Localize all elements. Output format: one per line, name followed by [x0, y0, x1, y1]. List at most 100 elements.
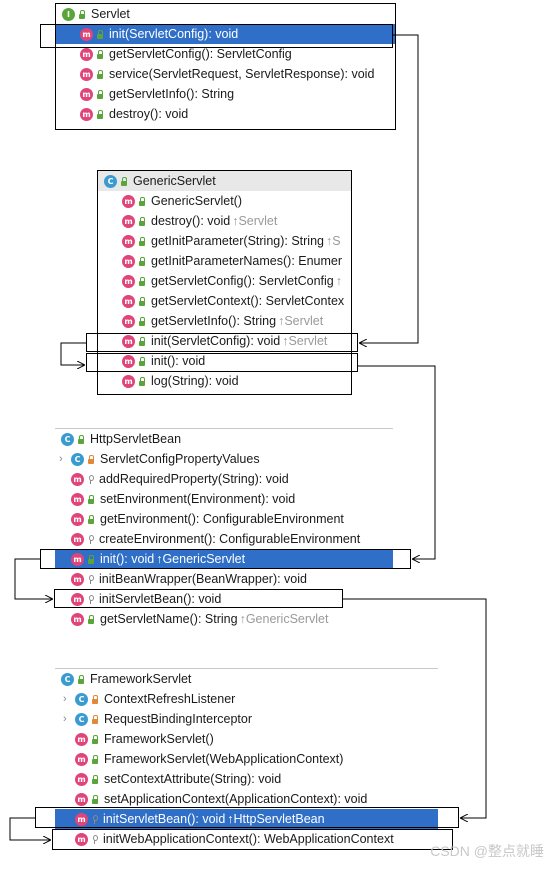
method-icon: m: [80, 47, 93, 61]
class-icon: C: [61, 672, 74, 686]
method-icon: m: [71, 552, 84, 566]
servlet-panel-title[interactable]: I Servlet: [56, 4, 395, 24]
method-icon: m: [80, 27, 93, 41]
protected-access-icon: [87, 474, 94, 484]
inherited-from-hint: ↑: [335, 274, 342, 288]
member-row[interactable]: › C ServletConfigPropertyValues: [55, 449, 393, 469]
servlet-panel-title-text: Servlet: [91, 7, 130, 21]
inherited-from-hint: ↑Servlet: [232, 214, 278, 228]
member-signature: getServletInfo(): String: [151, 314, 277, 328]
httpservletbean-panel-title[interactable]: C HttpServletBean: [55, 429, 393, 449]
public-access-icon: [138, 316, 146, 326]
method-icon: m: [122, 294, 135, 308]
member-signature: init(ServletConfig): void: [151, 334, 281, 348]
method-icon: m: [71, 592, 84, 606]
member-row[interactable]: m getServletConfig(): ServletConfig: [56, 44, 395, 64]
method-icon: m: [75, 772, 88, 786]
httpservletbean-structure-panel: C HttpServletBean › C ServletConfigPropert…: [55, 428, 393, 633]
public-access-icon: [87, 554, 95, 564]
private-access-icon: [87, 454, 95, 464]
member-signature: FrameworkServlet(): [104, 732, 214, 746]
method-icon: m: [75, 832, 88, 846]
genericservlet-panel-title[interactable]: C GenericServlet: [98, 171, 351, 191]
member-row[interactable]: m getServletContext(): ServletContex: [98, 291, 351, 311]
class-icon: C: [71, 452, 84, 466]
public-access-icon: [96, 29, 104, 39]
public-access-icon: [87, 514, 95, 524]
protected-access-icon: [91, 814, 98, 824]
public-access-icon: [96, 49, 104, 59]
protected-access-icon: [87, 594, 94, 604]
member-signature: ServletConfigPropertyValues: [100, 452, 260, 466]
public-access-icon: [138, 276, 146, 286]
member-signature: getEnvironment(): ConfigurableEnvironmen…: [100, 512, 344, 526]
inherited-from-hint: ↑GenericServlet: [239, 612, 329, 626]
member-signature: createEnvironment(): ConfigurableEnviron…: [99, 532, 361, 546]
member-row[interactable]: m FrameworkServlet(WebApplicationContext): [55, 749, 438, 769]
member-signature: getServletConfig(): ServletConfig: [109, 47, 292, 61]
public-access-icon: [138, 256, 146, 266]
class-icon: C: [61, 432, 74, 446]
protected-access-icon: [91, 834, 98, 844]
public-access-icon: [87, 494, 95, 504]
public-access-icon: [96, 89, 104, 99]
inherited-from-hint: ↑S: [326, 234, 341, 248]
method-icon: m: [122, 254, 135, 268]
csdn-watermark: CSDN @整点就睡: [430, 843, 544, 859]
private-access-icon: [91, 714, 99, 724]
public-access-icon: [91, 734, 99, 744]
highlight-httpbean-initservletbean: [54, 589, 343, 608]
public-access-icon: [138, 296, 146, 306]
method-icon: m: [75, 752, 88, 766]
method-icon: m: [80, 107, 93, 121]
member-signature: setApplicationContext(ApplicationContext…: [104, 792, 368, 806]
member-row[interactable]: m FrameworkServlet(): [55, 729, 438, 749]
member-signature: FrameworkServlet(WebApplicationContext): [104, 752, 344, 766]
inherited-from-hint: ↑Servlet: [282, 334, 328, 348]
highlight-generic-init: [86, 353, 358, 372]
member-signature: destroy(): void: [151, 214, 231, 228]
frameworkservlet-panel-title[interactable]: C FrameworkServlet: [55, 669, 438, 689]
expand-chevron-icon[interactable]: ›: [63, 693, 67, 705]
public-access-icon: [138, 336, 146, 346]
expand-chevron-icon[interactable]: ›: [63, 713, 67, 725]
method-icon: m: [75, 732, 88, 746]
protected-access-icon: [87, 534, 94, 544]
member-row[interactable]: m initWebApplicationContext(): WebApplica…: [55, 829, 438, 849]
expand-chevron-icon[interactable]: ›: [59, 453, 63, 465]
member-signature: initWebApplicationContext(): WebApplicat…: [103, 832, 394, 846]
genericservlet-panel-title-text: GenericServlet: [133, 174, 216, 188]
class-icon: C: [75, 692, 88, 706]
public-access-icon: [138, 376, 146, 386]
member-signature: getServletContext(): ServletContex: [151, 294, 345, 308]
member-signature: getServletInfo(): String: [109, 87, 235, 101]
public-access-icon: [87, 614, 95, 624]
